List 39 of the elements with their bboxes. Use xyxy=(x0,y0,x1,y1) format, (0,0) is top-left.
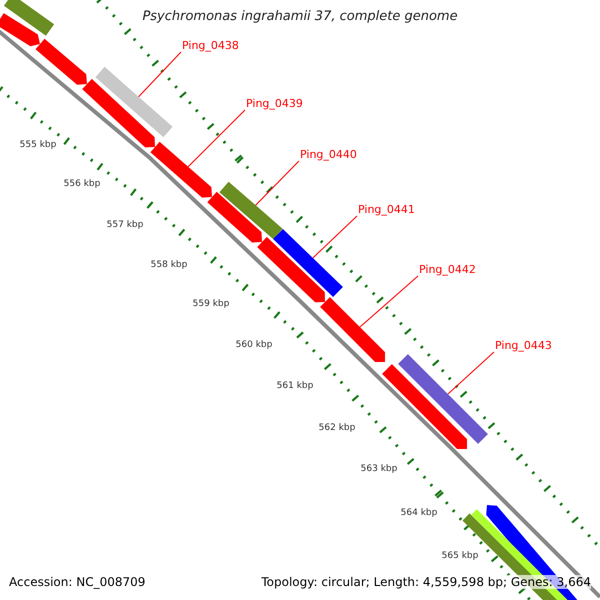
footer-note: Topology: circular; Length: 4,559,598 bp; Genes: 3,664 xyxy=(261,575,591,589)
leader-line xyxy=(188,110,246,168)
gene-bar xyxy=(320,297,385,362)
gene-label: Ping_0439 xyxy=(246,97,303,110)
gene-bar xyxy=(95,66,173,138)
gene-label: Ping_0438 xyxy=(182,39,239,52)
leader-line xyxy=(359,276,418,328)
gene-label: Ping_0441 xyxy=(358,203,415,216)
leader-line xyxy=(138,52,182,98)
gene-bar xyxy=(82,78,155,148)
gene-bar xyxy=(219,182,283,240)
diagram-title: Psychromonas ingrahamii 37, complete genome xyxy=(141,9,459,24)
gene-bar xyxy=(0,13,40,46)
gene-label: Ping_0442 xyxy=(419,263,476,276)
gene-bar xyxy=(207,192,262,242)
leader-line xyxy=(312,216,358,258)
footer-note: Accession: NC_008709 xyxy=(9,575,146,589)
gene-bar xyxy=(36,38,87,85)
scale-label: 565 kbp xyxy=(442,551,478,561)
leader-line xyxy=(255,160,300,206)
gene-bar xyxy=(398,354,488,444)
scale-label: 564 kbp xyxy=(400,508,438,518)
scale-label: 557 kbp xyxy=(106,220,144,230)
gene-bar xyxy=(4,0,54,36)
scale-label: 563 kbp xyxy=(360,464,398,474)
scale-label: 556 kbp xyxy=(64,179,100,189)
gene-bar xyxy=(150,142,212,198)
scale-label: 560 kbp xyxy=(236,340,272,350)
gene-bar xyxy=(273,229,343,297)
scale-label: 562 kbp xyxy=(318,423,356,433)
gene-bar xyxy=(257,236,325,302)
scale-label: 561 kbp xyxy=(276,381,314,391)
scale-label: 555 kbp xyxy=(20,140,56,150)
gene-label: Ping_0440 xyxy=(300,148,357,161)
gene-bar xyxy=(382,364,467,449)
scale-label: 558 kbp xyxy=(150,260,188,270)
leader-line xyxy=(447,352,494,395)
scale-label: 559 kbp xyxy=(192,299,230,309)
gene-label: Ping_0443 xyxy=(495,339,552,352)
